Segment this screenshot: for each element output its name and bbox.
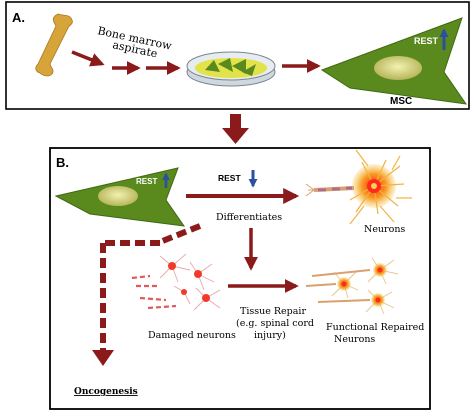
panel-a-label: A. — [12, 10, 25, 25]
connector-arrow-icon — [222, 114, 249, 144]
functional-neurons-line2: Neurons — [334, 334, 375, 345]
msc-cell-b: REST — [54, 167, 186, 227]
functional-neurons-line1: Functional Repaired — [326, 322, 424, 333]
tissue-repair-line3: injury) — [254, 330, 286, 341]
repaired-neurons-icon — [305, 257, 399, 315]
msc-label: MSC — [390, 96, 412, 107]
panel-a-arrows — [71, 50, 321, 75]
msc-rest-label: REST — [414, 36, 439, 46]
msc-b-rest-label: REST — [136, 177, 157, 186]
oncogenesis-label: Oncogenesis — [74, 387, 138, 397]
panel-b-label: B. — [56, 155, 69, 170]
tissue-repair-line1: Tissue Repair — [240, 306, 306, 317]
bone-icon — [35, 13, 73, 77]
rest-arrow-label: REST — [218, 173, 241, 183]
neurons-label: Neurons — [364, 224, 405, 235]
tissue-repair-line2: (e.g. spinal cord — [236, 318, 314, 329]
dashed-arrow-to-oncogenesis-icon — [92, 223, 202, 366]
damaged-neurons-icon — [131, 253, 221, 311]
differentiates-label: Differentiates — [216, 212, 282, 223]
msc-nucleus — [374, 56, 422, 80]
msc-cell: REST MSC — [320, 17, 468, 107]
damaged-neurons-label: Damaged neurons — [148, 330, 236, 341]
neuron-icon — [305, 149, 412, 225]
petri-dish-icon — [186, 51, 276, 87]
